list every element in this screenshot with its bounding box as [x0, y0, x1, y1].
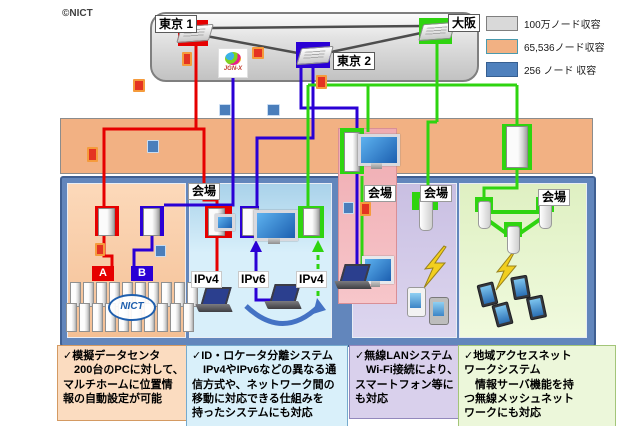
capacity-square-red: [252, 47, 264, 59]
ap-body: [419, 197, 433, 231]
osaka-node-highlight: [418, 18, 456, 44]
pda-icon: [429, 297, 449, 325]
nict-logo: NICT: [108, 294, 156, 321]
capacity-square-red: [316, 75, 327, 89]
legend-item-1m: 100万ノード収容: [486, 16, 601, 31]
small-screen-icon: [215, 214, 235, 231]
capacity-square-red: [133, 79, 145, 92]
protocol-label-ipv4-left: IPv4: [191, 271, 222, 288]
monitor-icon: [254, 210, 298, 241]
venue-label-3: 会場: [364, 185, 397, 202]
monitor-stand: [371, 281, 380, 287]
pc-tower-icon: [143, 208, 160, 236]
tokyo2-label: 東京 2: [333, 52, 376, 70]
server-icon: [183, 303, 194, 332]
capacity-square-blue: [267, 104, 280, 116]
capacity-square-blue: [155, 245, 166, 257]
note-id-locator: ✓ID・ロケータ分離システム IPv4やIPv6などの異なる通 信方式や、ネット…: [186, 345, 348, 426]
capacity-square-red: [360, 202, 371, 216]
server-b-badge: B: [131, 266, 153, 281]
dc-pc-blue-highlight: [140, 206, 164, 236]
venue-label-4: 会場: [420, 185, 453, 202]
mesh-ap-icon: [504, 222, 522, 256]
legend-item-256: 256 ノード 収容: [486, 62, 596, 77]
note-regional-access: ✓地域アクセスネット ワークシステム 情報サーバ機能を持 つ無線メッシュネット …: [458, 345, 616, 426]
protocol-label-ipv6: IPv6: [238, 271, 269, 288]
pc-tower-icon: [98, 208, 115, 236]
tokyo1-label: 東京 1: [155, 15, 198, 33]
venue-label-2: 会場: [188, 183, 221, 200]
router-icon: [296, 45, 334, 66]
note-wireless-lan: ✓無線LANシステム Wi-Fi接続により、 スマートフォン等に も対応: [349, 345, 471, 419]
capacity-square-blue: [343, 202, 354, 214]
jgnx-logo: JGN-X: [218, 48, 248, 78]
tokyo2-node-highlight: [296, 42, 334, 68]
v2-pc-red-highlight: [205, 206, 235, 238]
protocol-label-ipv4-right: IPv4: [296, 271, 327, 288]
laptop-icon: [195, 287, 233, 312]
laptop-icon: [334, 264, 372, 289]
legend-item-65536: 65,536ノード収容: [486, 39, 605, 54]
legend-swatch-gray: [486, 16, 518, 31]
server-a-badge: A: [92, 266, 114, 281]
capacity-square-blue: [219, 104, 231, 116]
capacity-square-red: [95, 243, 105, 256]
osaka-label: 大阪: [448, 14, 481, 32]
server-tower-icon: [506, 126, 528, 168]
note-datacenter: ✓模擬データセンタ 200台のPCに対して、 マルチホームに位置情 報の自動設定…: [57, 345, 191, 421]
monitor-stand: [371, 163, 382, 169]
copyright-text: ©NICT: [62, 8, 93, 19]
v2-pc-green-highlight: [298, 206, 324, 238]
legend-label: 65,536ノード収容: [524, 43, 605, 54]
server-icon: [79, 303, 90, 332]
legend-label: 100万ノード収容: [524, 20, 601, 31]
jgnx-logo-text: JGN-X: [223, 66, 243, 72]
legend-swatch-blue: [486, 62, 518, 77]
legend-swatch-orange: [486, 39, 518, 54]
venue-label-5: 会場: [538, 189, 571, 206]
capacity-square-red: [87, 147, 98, 162]
server-icon: [157, 303, 168, 332]
pc-tower-icon: [303, 208, 320, 236]
dc-pc-red-highlight: [95, 206, 119, 236]
server-icon: [92, 303, 103, 332]
band-server-highlight: [502, 124, 532, 170]
server-icon: [66, 303, 77, 332]
smartphone-icon: [407, 287, 426, 317]
capacity-square-red: [182, 52, 192, 66]
capacity-square-blue: [147, 140, 159, 153]
server-icon: [170, 303, 181, 332]
monitor-stand: [268, 238, 280, 244]
monitor-icon: [358, 134, 400, 166]
legend-label: 256 ノード 収容: [524, 66, 597, 77]
jgnx-globe-icon: [225, 52, 241, 65]
mesh-ap-icon: [475, 197, 493, 231]
